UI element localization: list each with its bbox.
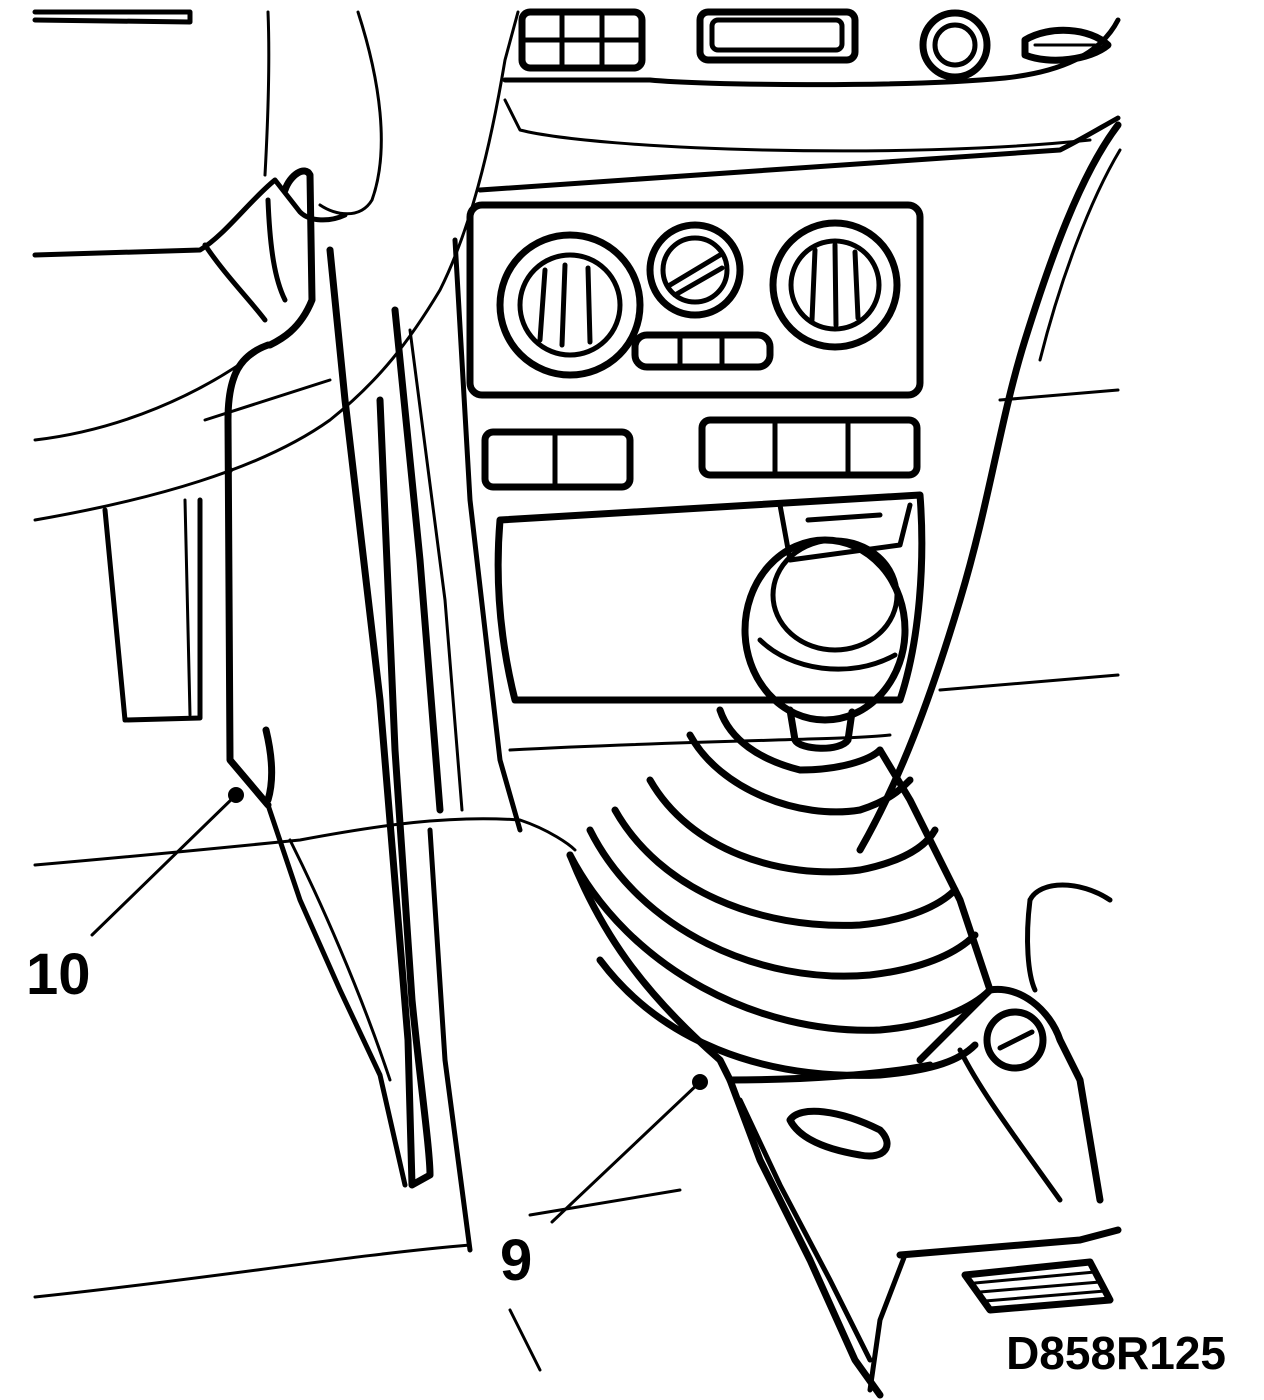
leader-line-9 xyxy=(550,1080,702,1224)
column-stalk xyxy=(265,167,316,349)
heater-control-panel xyxy=(466,201,924,399)
knee-panel xyxy=(102,497,203,723)
center-stack-side xyxy=(391,237,523,833)
leader-lines xyxy=(90,787,708,1224)
stowage-tray xyxy=(494,491,926,752)
top-trim-strip xyxy=(32,9,193,25)
gear-knob xyxy=(741,512,909,752)
front-floor xyxy=(33,817,682,1372)
centre-console xyxy=(726,882,1122,1399)
leader-dot-9 xyxy=(692,1074,708,1090)
side-trim-panel-10 xyxy=(203,246,434,1189)
gear-gaiter-9 xyxy=(566,706,994,1084)
leader-dot-10 xyxy=(228,787,244,803)
switch-row xyxy=(481,416,921,491)
leader-line-10 xyxy=(90,793,238,937)
callout-label-10: 10 xyxy=(26,942,91,1007)
dashboard-contour xyxy=(477,17,1122,854)
steering-column-shroud xyxy=(32,10,520,522)
upper-switch-block xyxy=(518,8,1112,81)
figure-reference-code: D858R125 xyxy=(1006,1327,1226,1379)
callout-label-9: 9 xyxy=(500,1228,533,1293)
